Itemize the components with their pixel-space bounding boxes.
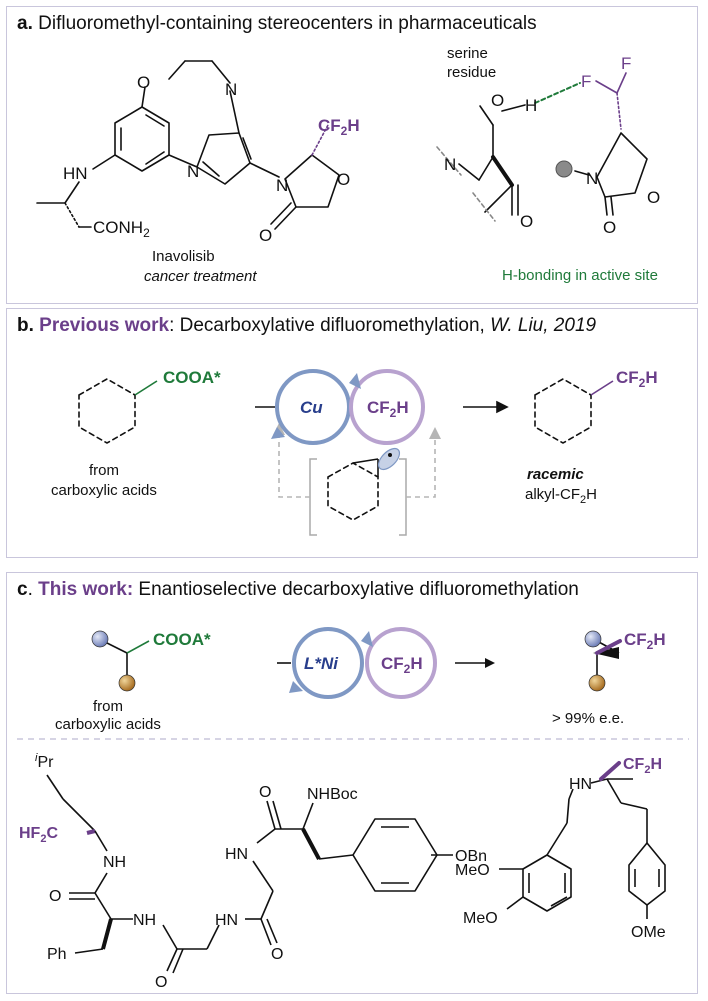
- panel-b-title-rest: : Decarboxylative difluoromethylation,: [169, 315, 491, 336]
- hn-label-1: HN: [215, 912, 238, 929]
- atom-F-top: F: [621, 54, 631, 73]
- atom-H-hydroxyl: H: [525, 96, 537, 115]
- atom-N-oxazolidinone-right: N: [586, 169, 598, 188]
- blue-substituent-ball: [91, 630, 109, 648]
- atom-O-serine: O: [491, 91, 504, 110]
- panel-b: b. Previous work: Decarboxylative difluo…: [6, 308, 698, 558]
- panel-c-title-rest: Enantioselective decarboxylative difluor…: [133, 579, 579, 600]
- brown-substituent-ball-product: [588, 674, 606, 692]
- panel-c-title: c. This work: Enantioselective decarboxy…: [17, 579, 579, 600]
- atom-O-oxazepine: O: [137, 73, 150, 92]
- cyclohexyl-radical-ring: [327, 462, 379, 521]
- atom-O-serine-carbonyl: O: [520, 212, 533, 231]
- from-label-c: from: [93, 698, 123, 715]
- cf2h-label-inavolisib: CF2H: [318, 116, 360, 138]
- lni-label: L*Ni: [304, 654, 339, 673]
- atom-N-oxazolidinone: N: [276, 176, 288, 195]
- o-label-4: O: [259, 784, 271, 801]
- panel-c: c. This work: Enantioselective decarboxy…: [6, 572, 698, 994]
- oxazolidinone-ring-left: [284, 154, 340, 208]
- nh-label-2: NH: [133, 912, 156, 929]
- cooa-label-b: COOA*: [163, 368, 221, 387]
- hf2c-label: HF2C: [19, 825, 58, 845]
- panel-a-title: a. Difluoromethyl-containing stereocente…: [17, 13, 537, 35]
- serine-label-line1: serine: [447, 45, 488, 62]
- panel-b-letter: b.: [17, 315, 34, 336]
- bracket-left: [309, 458, 317, 536]
- hn-label-2: HN: [225, 846, 248, 863]
- meo-label-1: MeO: [455, 862, 490, 879]
- cu-label: Cu: [300, 398, 323, 417]
- methoxy-benzene-ring: [628, 842, 666, 906]
- cf2h-cycle-circle: [349, 369, 425, 445]
- imidazole-ring: [196, 132, 251, 185]
- atom-N-serine: N: [444, 155, 456, 174]
- ph-label: Ph: [47, 946, 67, 963]
- atom-N-imidazole-top: N: [225, 80, 237, 99]
- nhboc-label: NHBoc: [307, 786, 358, 803]
- from-label-b: from: [89, 462, 119, 479]
- o-label-1: O: [49, 888, 61, 905]
- obn-label: OBn: [455, 848, 487, 865]
- atom-N-imidazole-bottom: N: [187, 162, 199, 181]
- blue-substituent-ball-product: [584, 630, 602, 648]
- atom-O-oxazolidinone-right-ring: O: [647, 188, 660, 207]
- cooa-label-c: COOA*: [153, 630, 211, 649]
- panel-a-structures: O N N N O O HN CONH2 CF2H Inavolisib can…: [36, 45, 660, 285]
- cf2h-product-label-b: CF2H: [616, 368, 658, 390]
- ipr-label: iPr: [35, 752, 54, 771]
- o-label-3: O: [271, 946, 283, 963]
- panel-c-scheme: COOA* from carboxylic acids L*Ni CF2H CF…: [17, 627, 689, 991]
- serine-label-line2: residue: [447, 64, 496, 81]
- panel-b-scheme: COOA* from carboxylic acids Cu CF2H CF2H…: [51, 368, 658, 536]
- ni-cycle-circle: [292, 627, 364, 699]
- panel-b-citation: W. Liu, 2019: [490, 315, 597, 336]
- radical-orbital: [377, 447, 401, 471]
- cf2h-amine-label: CF2H: [623, 756, 662, 776]
- brown-substituent-ball: [118, 674, 136, 692]
- cf2h-cycle-label-b: CF2H: [367, 398, 409, 420]
- bracket-right: [399, 458, 407, 536]
- ee-label: > 99% e.e.: [552, 710, 624, 727]
- atom-O-carbonyl: O: [259, 226, 272, 245]
- panel-b-title: b. Previous work: Decarboxylative difluo…: [17, 315, 596, 337]
- atom-F-left: F: [581, 72, 591, 91]
- o-label-2: O: [155, 974, 167, 991]
- alkyl-cf2h-label: alkyl-CF2H: [525, 486, 597, 506]
- cyclohexane-product: [534, 378, 592, 444]
- panel-a-title-text: Difluoromethyl-containing stereocenters …: [38, 13, 537, 34]
- panel-a-letter: a.: [17, 13, 33, 34]
- inavolisib-name: Inavolisib: [152, 248, 215, 265]
- racemic-label: racemic: [527, 466, 584, 483]
- ome-label: OMe: [631, 924, 666, 941]
- cf2h-cycle-label-c: CF2H: [381, 654, 423, 676]
- panel-c-letter: c: [17, 579, 28, 600]
- panel-b-title-bold: Previous work: [39, 315, 170, 336]
- inavolisib-use: cancer treatment: [144, 268, 257, 285]
- dimethoxy-benzene-ring: [522, 854, 572, 912]
- carboxylic-acids-label-b: carboxylic acids: [51, 482, 157, 499]
- atom-O-oxazolidinone-ring: O: [337, 170, 350, 189]
- meo-label-2: MeO: [463, 910, 498, 927]
- tyrosine-benzene-ring: [352, 818, 438, 892]
- cyclohexane-substrate: [78, 378, 136, 444]
- carboxylic-acids-label-c: carboxylic acids: [55, 716, 161, 733]
- panel-c-title-bold: This work:: [38, 579, 134, 600]
- panel-a: a. Difluoromethyl-containing stereocente…: [6, 6, 698, 304]
- oxazolidinone-ring-right: [596, 132, 648, 198]
- cf2h-product-label-c: CF2H: [624, 630, 666, 652]
- hbond-caption: H-bonding in active site: [502, 267, 658, 284]
- nh-label-1: NH: [103, 854, 126, 871]
- hn-amine-label: HN: [569, 776, 592, 793]
- gray-substituent-ball: [555, 160, 573, 178]
- carboxamide-label: CONH2: [93, 218, 150, 240]
- inavolisib-benzene-ring: [114, 106, 170, 172]
- atom-O-oxazolidinone-right-carbonyl: O: [603, 218, 616, 237]
- atom-HN-aniline: HN: [63, 164, 88, 183]
- cf2h-cycle-circle-c: [365, 627, 437, 699]
